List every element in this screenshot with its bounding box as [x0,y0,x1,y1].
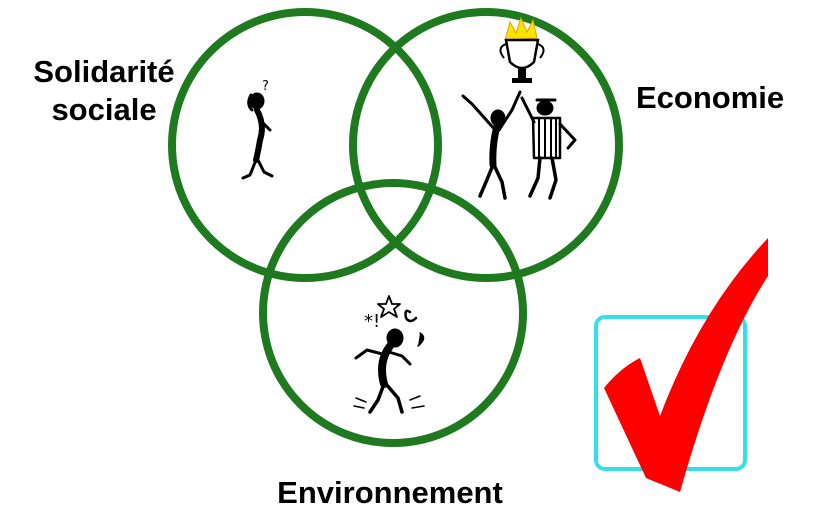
circle-solidarite [168,8,442,282]
circle-economie [349,8,623,282]
checkmark-icon [604,238,768,492]
label-solidarite-line2: sociale [51,92,157,127]
confused-person-icon: ? [241,79,274,180]
label-solidarite-sociale: Solidarité sociale [4,53,204,129]
angry-person-icon: *! [353,295,425,414]
svg-text:*!: *! [364,311,380,332]
circle-environnement [259,179,527,447]
label-economie: Economie [636,80,785,115]
celebrating-people-trophy-icon [461,16,577,200]
label-environnement: Environnement [277,475,503,510]
label-solidarite-line1: Solidarité [33,54,175,89]
svg-text:?: ? [262,79,269,94]
